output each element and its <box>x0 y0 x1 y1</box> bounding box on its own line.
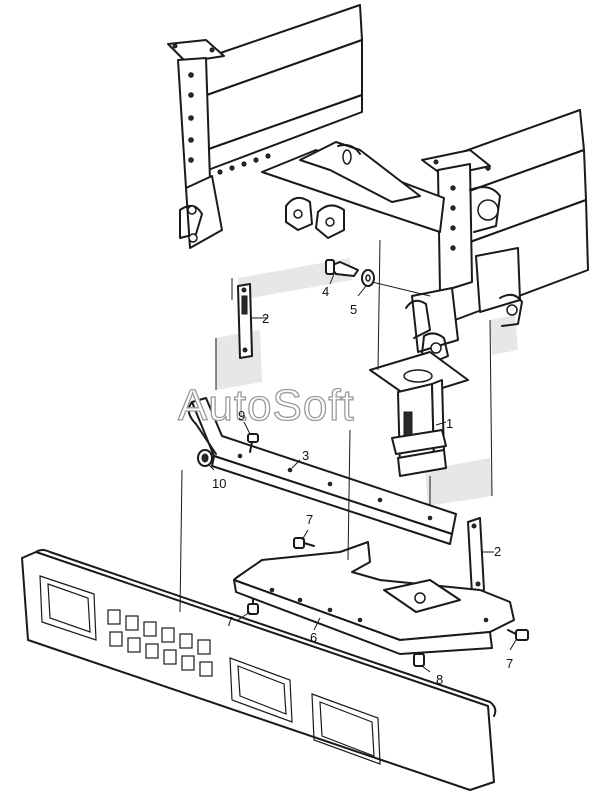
callout-part-2-upper: 2 <box>262 311 269 326</box>
mounting-post-part-1 <box>369 351 469 477</box>
callout-part-7-upper: 7 <box>306 512 313 527</box>
tow-hook-block <box>405 287 459 363</box>
callout-part-5: 5 <box>350 302 357 317</box>
cross-bracket-part-3 <box>187 397 457 545</box>
washer-part-5 <box>361 269 375 287</box>
bracket-part-2-upper <box>237 283 253 359</box>
callout-part-4: 4 <box>322 284 329 299</box>
callout-part-10: 10 <box>212 476 226 491</box>
callout-part-7-right: 7 <box>506 656 513 671</box>
callout-part-9: 9 <box>238 408 245 423</box>
frame-cross-member <box>261 141 445 239</box>
watermark-text: AutoSoft <box>178 381 355 430</box>
callout-part-8: 8 <box>436 672 443 687</box>
nut-part-10 <box>197 449 213 467</box>
bolt-part-9 <box>247 433 259 453</box>
callout-part-2-lower: 2 <box>494 544 501 559</box>
bolt-part-4 <box>325 259 359 277</box>
bolt-part-7-upper <box>293 537 315 549</box>
callout-labels: 1 2 2 3 4 5 6 7 7 7 8 9 10 <box>212 284 513 687</box>
bracket-part-2-lower <box>467 517 485 595</box>
leader-lines <box>179 239 517 673</box>
callout-part-3: 3 <box>302 448 309 463</box>
front-bumper <box>21 549 497 791</box>
callout-part-1: 1 <box>446 416 453 431</box>
bumper-grille <box>107 609 213 677</box>
frame-left-rail <box>167 4 363 249</box>
callout-part-7-left: 7 <box>226 614 233 629</box>
callout-part-6: 6 <box>310 630 317 645</box>
frame-right-rail <box>421 109 589 327</box>
tray-part-6 <box>233 541 515 655</box>
bolt-part-7-right <box>507 629 529 641</box>
